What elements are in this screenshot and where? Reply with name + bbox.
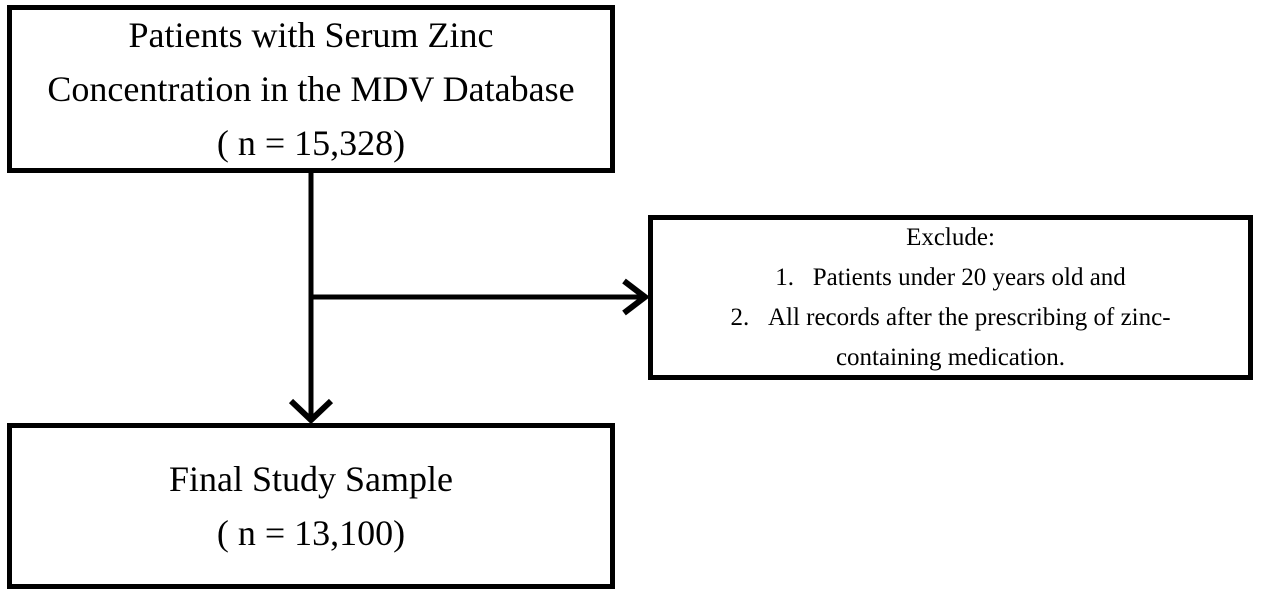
exclude-title: Exclude: [906,223,995,251]
source-box-count: ( n = 15,328) [216,123,406,163]
down-arrowhead [288,398,334,425]
exclusion-criteria-box: Exclude: 1. Patients under 20 years old … [648,215,1253,380]
exclude-item-2: 2. All records after the prescribing of … [730,303,1171,331]
final-box-count: ( n = 13,100) [216,513,406,553]
right-arrowhead [622,278,650,316]
final-box-line-1: Final Study Sample [168,459,453,499]
final-sample-box: Final Study Sample ( n = 13,100) [7,423,615,589]
exclude-item-1: 1. Patients under 20 years old and [775,263,1126,291]
source-box-line-2: Concentration in the MDV Database [47,69,575,109]
exclude-item-2-continued: containing medication. [835,343,1066,371]
source-population-box: Patients with Serum Zinc Concentration i… [7,5,615,173]
source-box-line-1: Patients with Serum Zinc [128,15,494,55]
